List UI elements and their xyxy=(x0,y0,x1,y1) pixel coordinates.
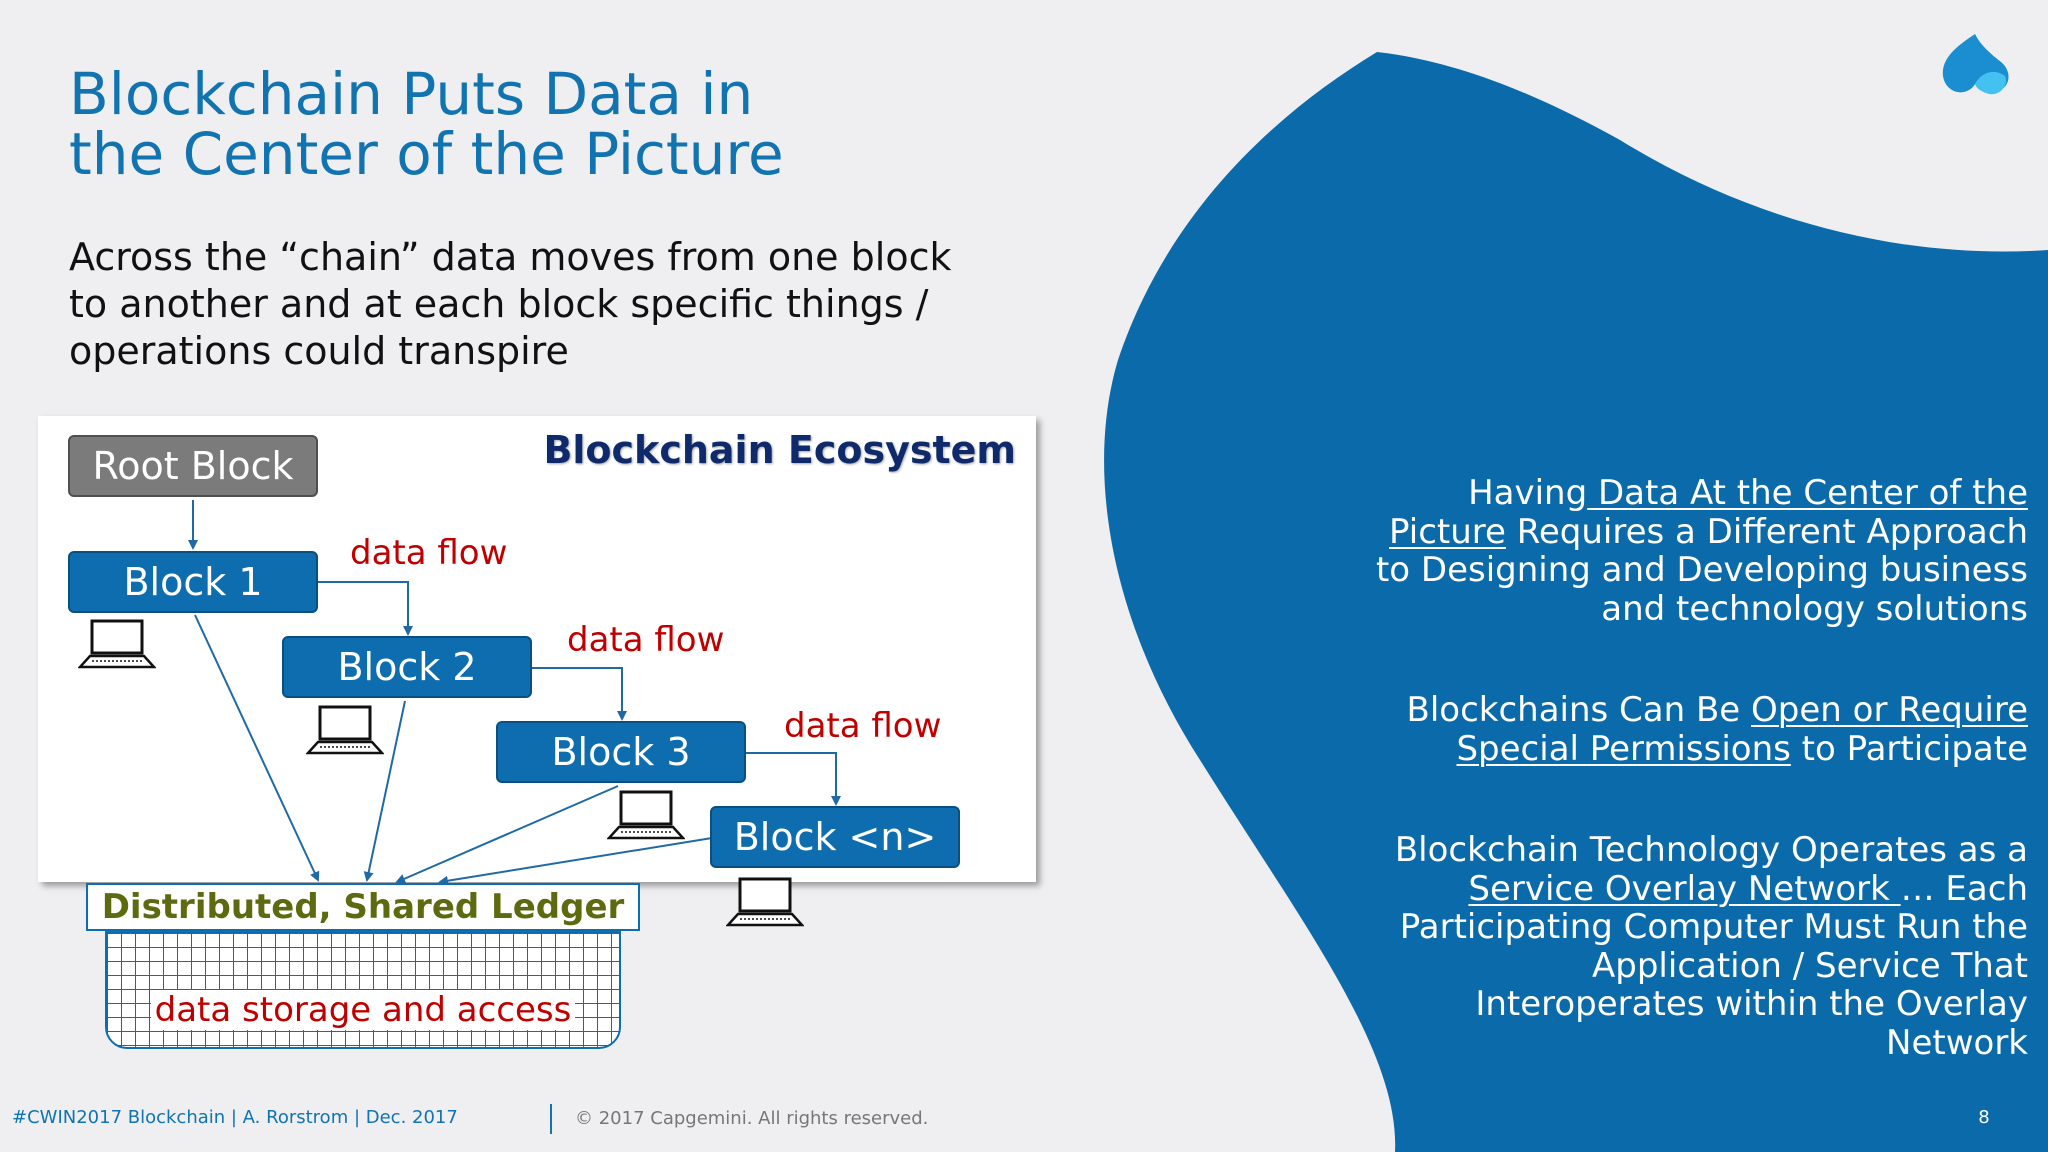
ledger-label: Distributed, Shared Ledger xyxy=(86,883,640,931)
page-title: Blockchain Puts Data in the Center of th… xyxy=(69,64,784,184)
ecosystem-title: Blockchain Ecosystem xyxy=(543,428,1016,472)
laptop-icon xyxy=(78,619,156,669)
laptop-icon xyxy=(306,705,384,755)
p3-text: … Each xyxy=(1900,868,2028,909)
right-paragraph-2: Blockchains Can Be Open or Require Speci… xyxy=(1407,691,2029,768)
right-paragraph-3: Blockchain Technology Operates as a Serv… xyxy=(1395,831,2028,1062)
footer-event-info: #CWIN2017 Blockchain | A. Rorstrom | Dec… xyxy=(12,1107,458,1128)
laptop-icon xyxy=(607,790,685,840)
footer-divider xyxy=(550,1104,552,1134)
p1-link[interactable]: Data At the Center of the xyxy=(1587,473,2028,513)
p2-link[interactable]: Open or Require xyxy=(1751,690,2028,730)
block-3: Block 3 xyxy=(496,721,746,783)
capgemini-spade-logo xyxy=(1942,34,2009,95)
p2-link-cont[interactable]: Special Permissions xyxy=(1456,728,1791,769)
block-2: Block 2 xyxy=(282,636,532,698)
p3-text: Interoperates within the Overlay xyxy=(1475,984,2028,1024)
p3-text: Blockchain Technology Operates as a xyxy=(1394,830,2028,870)
p1-text: and technology solutions xyxy=(1601,588,2028,629)
block-n: Block <n> xyxy=(710,806,960,868)
subtitle: Across the “chain” data moves from one b… xyxy=(69,234,1009,375)
subtitle-line-3: operations could transpire xyxy=(69,329,569,373)
p1-text: to Designing and Developing business xyxy=(1375,550,2028,590)
laptop-icon xyxy=(726,877,804,927)
p3-text: Network xyxy=(1886,1022,2028,1063)
p2-text: Blockchains Can Be xyxy=(1406,690,1752,730)
data-flow-label-1: data flow xyxy=(350,533,508,573)
storage-label: data storage and access xyxy=(105,990,621,1030)
p1-link-cont[interactable]: Picture xyxy=(1389,511,1506,552)
p3-link[interactable]: Service Overlay Network xyxy=(1468,868,1901,909)
subtitle-line-2: to another and at each block specific th… xyxy=(69,282,929,326)
data-flow-label-3: data flow xyxy=(784,706,942,746)
subtitle-line-1: Across the “chain” data moves from one b… xyxy=(69,235,952,279)
p1-text: Having xyxy=(1468,473,1588,513)
page-number: 8 xyxy=(1978,1107,1990,1128)
block-1: Block 1 xyxy=(68,551,318,613)
p1-text: Requires a Different Approach xyxy=(1505,511,2028,552)
right-paragraph-1: Having Data At the Center of the Picture… xyxy=(1376,474,2028,628)
title-line-1: Blockchain Puts Data in xyxy=(69,60,754,128)
data-flow-label-2: data flow xyxy=(567,620,725,660)
storage-label-text: data storage and access xyxy=(150,990,576,1030)
p3-text: Application / Service That xyxy=(1592,945,2028,986)
root-block: Root Block xyxy=(68,435,318,497)
title-line-2: the Center of the Picture xyxy=(69,120,784,188)
footer-copyright: © 2017 Capgemini. All rights reserved. xyxy=(575,1108,929,1129)
p2-text: to Participate xyxy=(1790,728,2028,769)
p3-text: Participating Computer Must Run the xyxy=(1399,907,2028,947)
